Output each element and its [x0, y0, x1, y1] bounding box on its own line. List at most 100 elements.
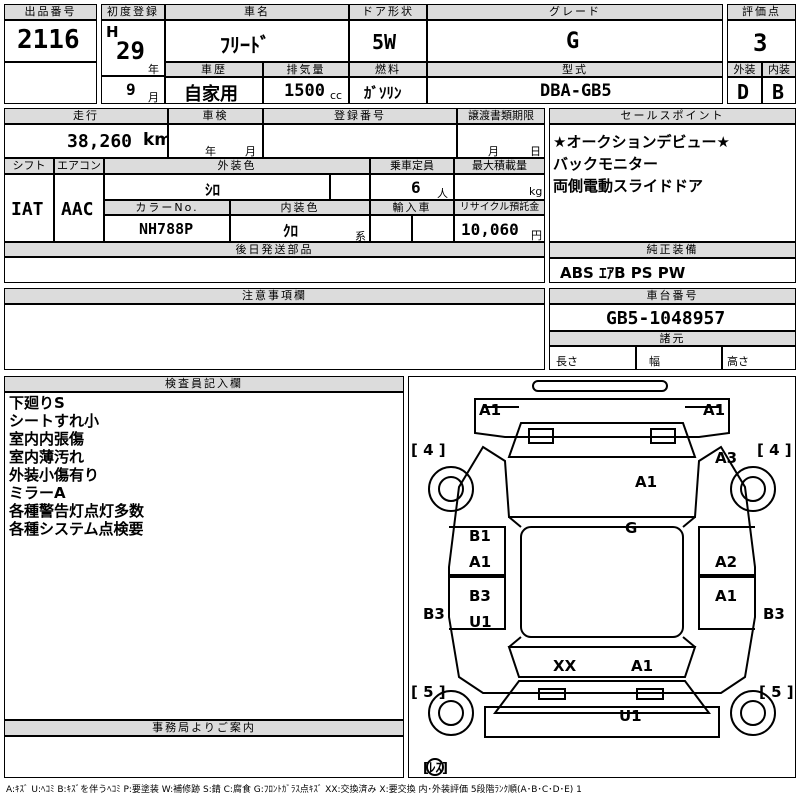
- capacity-unit: 人: [437, 187, 448, 200]
- era-value: H: [106, 23, 119, 41]
- displacement-cell: 1500 cc: [263, 77, 349, 104]
- recycle-header: リサイクル預託金: [454, 200, 545, 215]
- mileage-header: 走行: [4, 108, 168, 124]
- insp-month-unit: 月: [245, 145, 256, 158]
- damage-roof: G: [625, 519, 638, 537]
- int-color-cell: ｸﾛ 系: [230, 215, 370, 242]
- km-unit: km: [143, 130, 167, 150]
- equipment-value: ABS ｴｱB PS PW: [560, 264, 686, 282]
- car-name-header: 車名: [165, 4, 349, 20]
- reg-no-header: 登録番号: [263, 108, 457, 124]
- aircon-header: エアコン: [54, 158, 104, 174]
- sales-points-header: セールスポイント: [549, 108, 796, 124]
- equipment-header: 純正装備: [549, 242, 796, 258]
- rear-light-right: [636, 688, 664, 700]
- first-reg-cell: H 29 年: [101, 20, 165, 76]
- door-type-header: ドア形状: [349, 4, 427, 20]
- damage-lr-fender: B3: [423, 605, 445, 623]
- ext-color-cell: ｼﾛ: [104, 174, 330, 200]
- dim-length-cell: 長さ: [549, 346, 636, 370]
- interior-grade-cell: B: [762, 77, 796, 104]
- exterior-header: 外装: [727, 62, 762, 77]
- body-outline: [448, 445, 756, 694]
- sales-point-line: バックモニター: [553, 155, 659, 173]
- legend-text: A:ｷｽﾞ U:ﾍｺﾐ B:ｷｽﾞを伴うﾍｺﾐ P:要塗装 W:補修跡 S:錆 …: [6, 785, 582, 795]
- capacity-value: 6: [411, 178, 421, 197]
- transfer-day-unit: 日: [530, 145, 541, 158]
- inspector-note-line: 各種警告灯点灯多数: [9, 502, 145, 520]
- inspection-header: 車検: [168, 108, 263, 124]
- transfer-header: 譲渡書類期限: [457, 108, 545, 124]
- chassis-no-header: 車台番号: [549, 288, 796, 304]
- rear-light-left: [538, 688, 566, 700]
- notes-header: 注意事項欄: [4, 288, 545, 304]
- fuel-cell: ｶﾞｿﾘﾝ: [349, 77, 427, 104]
- chassis-no-value: GB5-1048957: [606, 308, 726, 329]
- sales-point-line: ★オークションデビュー★: [553, 133, 730, 151]
- damage-front-left: A1: [479, 401, 502, 419]
- damage-lr-door-upper: B3: [469, 587, 491, 605]
- dim-width-cell: 幅: [636, 346, 722, 370]
- inspection-cell: 年 月: [168, 124, 263, 158]
- first-reg-header: 初度登録: [101, 4, 165, 20]
- insp-year-unit: 年: [205, 145, 216, 158]
- fuel-value: ｶﾞｿﾘﾝ: [364, 84, 402, 102]
- dim-width-label: 幅: [649, 355, 660, 368]
- damage-rear-right: A1: [631, 657, 654, 675]
- damage-lf-door-lower: A1: [469, 553, 492, 571]
- tire-fr-label: [ 4 ]: [757, 441, 792, 459]
- left-front-door: [449, 526, 506, 576]
- notes-cell: [4, 304, 545, 370]
- score-cell: 3: [727, 20, 796, 62]
- shift-header: シフト: [4, 158, 54, 174]
- pillars: [508, 516, 696, 648]
- car-name-value: ﾌﾘｰﾄﾞ: [220, 33, 270, 57]
- reg-year-value: 29: [116, 37, 145, 65]
- door-type-value: 5W: [372, 30, 397, 54]
- car-damage-diagram: [ 4 ] [ 4 ] [ 5 ] [ 5 ] A1 A1 A3 A1 G B1…: [408, 376, 796, 778]
- yen-unit: 円: [531, 229, 542, 242]
- ext-color-header: 外装色: [104, 158, 370, 174]
- inspector-note-line: シートすれ小: [9, 412, 100, 430]
- grade-cell: G: [427, 20, 723, 62]
- mileage-value: 38,260: [67, 131, 133, 152]
- exterior-grade-cell: D: [727, 77, 762, 104]
- front-bumper-strip: [532, 380, 668, 392]
- interior-grade-value: B: [772, 80, 785, 104]
- lot-no-value: 2116: [17, 25, 80, 55]
- import-cell-b: [412, 215, 454, 242]
- damage-front-right: A1: [703, 401, 726, 419]
- import-cell-a: [370, 215, 412, 242]
- transfer-cell: 月 日: [457, 124, 545, 158]
- year-unit: 年: [148, 63, 159, 76]
- ext-color-blank: [330, 174, 370, 200]
- lot-no-blank: [4, 62, 97, 104]
- int-color-value: ｸﾛ: [283, 222, 299, 240]
- inspector-note-line: 室内薄汚れ: [9, 448, 85, 466]
- inspector-note-line: ミラーA: [9, 484, 66, 502]
- color-no-value: NH788P: [139, 220, 194, 238]
- aircon-cell: AAC: [54, 174, 104, 242]
- later-parts-cell: [4, 257, 545, 283]
- inspector-header: 検査員記入欄: [4, 376, 404, 392]
- dim-height-cell: 高さ: [722, 346, 796, 370]
- office-cell: [4, 736, 404, 778]
- damage-rf-door: A2: [715, 553, 738, 571]
- equipment-cell: ABS ｴｱB PS PW: [549, 258, 796, 283]
- inspector-note-line: 下廻りS: [9, 394, 65, 412]
- damage-rear-bumper: U1: [619, 707, 642, 725]
- grade-value: G: [566, 29, 580, 54]
- dim-height-label: 高さ: [727, 355, 749, 368]
- sales-points-box: ★オークションデビュー★ バックモニター 両側電動スライドドア: [549, 124, 796, 242]
- exterior-grade-value: D: [737, 80, 750, 104]
- import-header: 輸入車: [370, 200, 454, 215]
- damage-lr-door-lower: U1: [469, 613, 492, 631]
- model-code-header: 型式: [427, 62, 723, 77]
- inspector-note-line: 室内内張傷: [9, 430, 85, 448]
- tire-rl-label: [ 5 ]: [411, 683, 446, 701]
- inspector-notes-box: 下廻りS シートすれ小 室内内張傷 室内薄汚れ 外装小傷有り ミラーA 各種警告…: [4, 392, 404, 720]
- month-unit: 月: [148, 91, 159, 104]
- history-header: 車歴: [165, 62, 263, 77]
- damage-bonnet: A1: [635, 473, 658, 491]
- left-rear-door: [449, 576, 506, 630]
